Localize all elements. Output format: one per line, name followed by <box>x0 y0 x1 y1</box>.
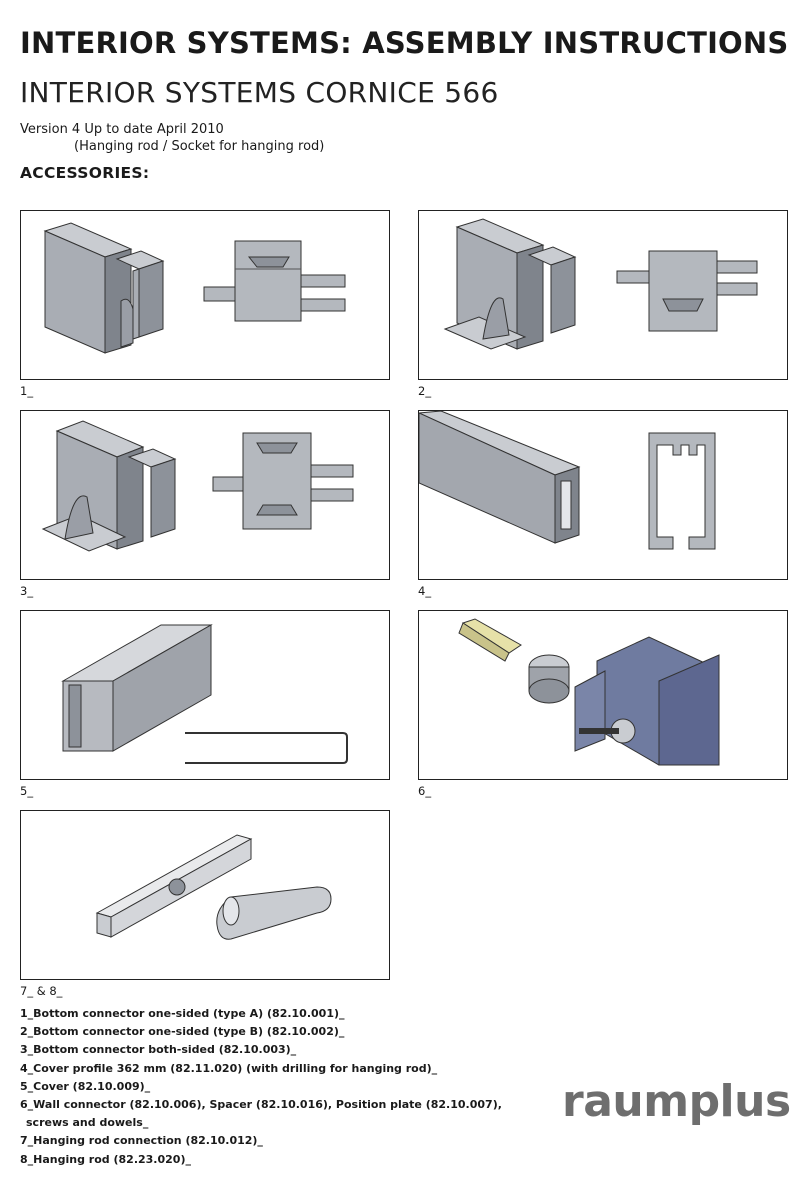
panel-4 <box>418 410 788 580</box>
panel-5 <box>20 610 390 780</box>
legend-item: 7_Hanging rod connection (82.10.012)_ <box>20 1134 263 1148</box>
panel-7-8-label: 7_ & 8_ <box>20 984 63 998</box>
legend-item: 4_Cover profile 362 mm (82.11.020) (with… <box>20 1061 438 1075</box>
panel-1 <box>20 210 390 380</box>
panel-6-label: 6_ <box>418 784 432 798</box>
legend-item: screws and dowels_ <box>26 1116 149 1130</box>
cover-profile-illustration <box>419 411 716 550</box>
legend-item: 8_Hanging rod (82.23.020)_ <box>20 1152 191 1166</box>
version-note: (Hanging rod / Socket for hanging rod) <box>74 139 325 154</box>
section-heading: ACCESSORIES: <box>20 164 150 182</box>
panel-1-label: 1_ <box>20 384 34 398</box>
hanging-rod-illustration <box>95 834 332 940</box>
panel-2 <box>418 210 788 380</box>
parts-legend: 1_Bottom connector one-sided (type A) (8… <box>20 1005 502 1169</box>
panel-3-label: 3_ <box>20 584 34 598</box>
version-text: Version 4 Up to date April 2010 <box>20 122 224 137</box>
legend-item: 3_Bottom connector both-sided (82.10.003… <box>20 1043 297 1057</box>
panel-5-label: 5_ <box>20 784 34 798</box>
bottom-connector-b-illustration <box>443 218 758 350</box>
page-subtitle: INTERIOR SYSTEMS CORNICE 566 <box>20 76 499 109</box>
legend-item: 5_Cover (82.10.009)_ <box>20 1079 151 1093</box>
panel-4-label: 4_ <box>418 584 432 598</box>
brand-logo: raumplus <box>562 1076 791 1127</box>
bottom-connector-both-illustration <box>41 420 354 552</box>
bottom-connector-a-illustration <box>43 222 346 354</box>
panel-6 <box>418 610 788 780</box>
cover-illustration <box>61 624 348 764</box>
page-title: INTERIOR SYSTEMS: ASSEMBLY INSTRUCTIONS <box>20 26 789 60</box>
legend-item: 6_Wall connector (82.10.006), Spacer (82… <box>20 1098 502 1112</box>
panel-7-8 <box>20 810 390 980</box>
panel-3 <box>20 410 390 580</box>
legend-item: 1_Bottom connector one-sided (type A) (8… <box>20 1007 345 1020</box>
wall-connector-illustration <box>458 618 720 766</box>
legend-item: 2_Bottom connector one-sided (type B) (8… <box>20 1025 345 1039</box>
panel-2-label: 2_ <box>418 384 432 398</box>
